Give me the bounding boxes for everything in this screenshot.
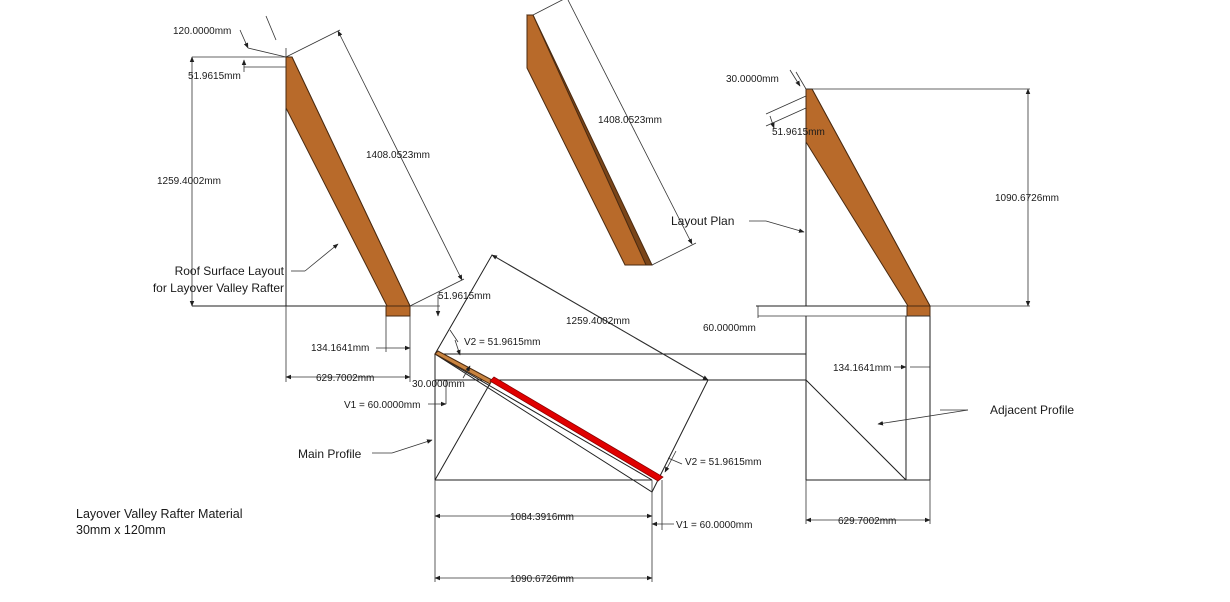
layout-plan-rafter [805,88,931,307]
main-profile-highlight [489,376,664,482]
dim-30-main: 30.0000mm [412,379,465,390]
dim-1259-center: 1259.4002mm [566,316,630,327]
dim-629-left: 629.7002mm [316,373,374,384]
dim-v2-top: V2 = 51.9615mm [464,337,540,348]
dim-60-right: 60.0000mm [703,323,756,334]
label-adjacent-profile: Adjacent Profile [990,403,1074,417]
dim-134-right: 134.1641mm [833,363,891,374]
dim-120-top-left: 120.0000mm [173,26,231,37]
material-note-line2: 30mm x 120mm [76,523,166,537]
dim-51-top-left: 51.9615mm [188,71,241,82]
rafter-piece [526,0,697,266]
dim-1259-left: 1259.4002mm [157,176,221,187]
roof-surface-layout [189,15,465,382]
material-note-line1: Layover Valley Rafter Material [76,507,243,521]
layout-plan [749,69,1031,318]
label-roof-surface-line1: Roof Surface Layout [175,264,285,278]
dim-v1-right: V1 = 60.0000mm [676,520,752,531]
dim-v1-left: V1 = 60.0000mm [344,400,420,411]
label-main-profile: Main Profile [298,447,362,461]
dim-30-top-right: 30.0000mm [726,74,779,85]
dim-v2-right: V2 = 51.9615mm [685,457,761,468]
dim-51-right-left: 51.9615mm [438,291,491,302]
label-layout-plan: Layout Plan [671,214,734,228]
dim-629-right: 629.7002mm [838,516,896,527]
profiles [372,254,969,582]
dim-1090-right: 1090.6726mm [995,193,1059,204]
dim-1084: 1084.3916mm [510,512,574,523]
label-roof-surface-line2: for Layover Valley Rafter [153,281,284,295]
dim-51-top-right: 51.9615mm [772,127,825,138]
dim-1408-center: 1408.0523mm [598,115,662,126]
roof-surface-rafter [285,56,411,307]
dim-1408-left: 1408.0523mm [366,150,430,161]
rafter-piece-face [526,14,647,266]
dim-1090-bottom: 1090.6726mm [510,574,574,585]
dim-134-left: 134.1641mm [311,343,369,354]
